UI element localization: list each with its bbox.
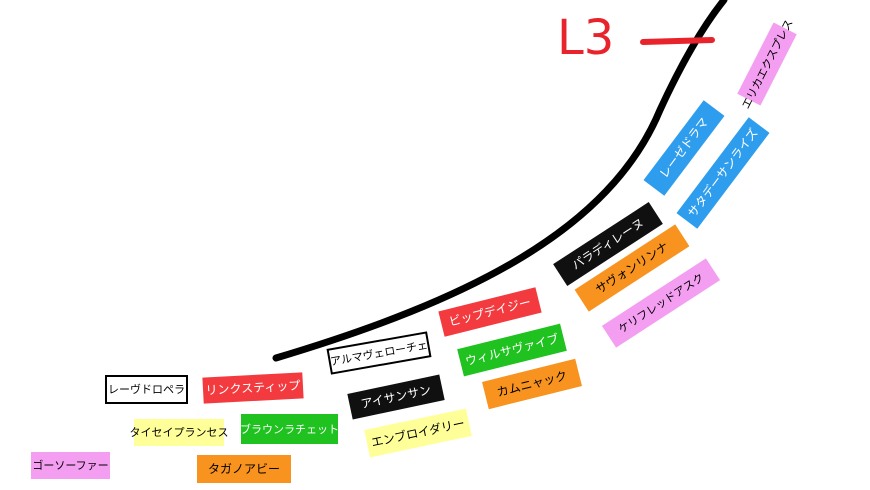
l3-marker-label: L3 bbox=[557, 10, 615, 66]
horse-label-goso: ゴーソーファー bbox=[31, 452, 110, 479]
l3-marker-line bbox=[640, 37, 715, 45]
inner-rail-line bbox=[272, 0, 728, 362]
horse-label-rere: レーヴドロペラ bbox=[105, 375, 188, 404]
horse-label-taise: タイセイプランセス bbox=[130, 419, 229, 446]
horse-label-buraun: ブラウンラチェット bbox=[240, 414, 339, 444]
horse-label-rinku: リンクスティップ bbox=[202, 372, 304, 404]
horse-label-tagano: タガノアビー bbox=[197, 455, 291, 483]
